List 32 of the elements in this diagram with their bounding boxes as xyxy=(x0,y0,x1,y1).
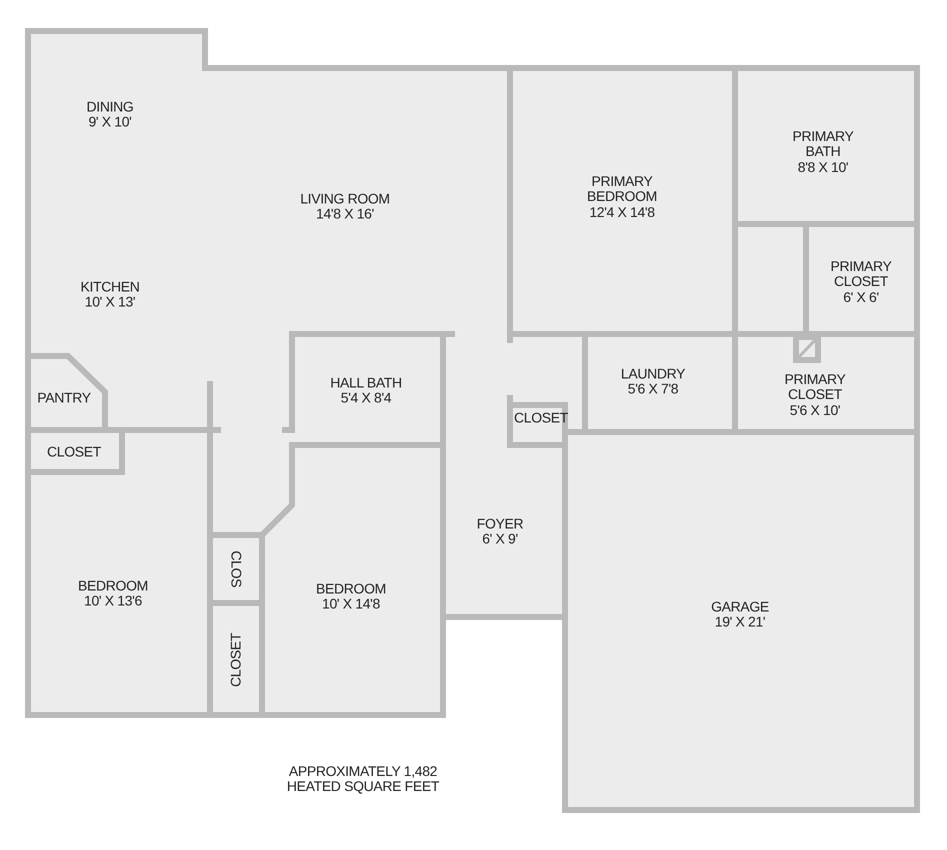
room-name: PANTRY xyxy=(37,390,91,406)
room-name: CLOSET xyxy=(514,410,568,426)
room-name: BEDROOM xyxy=(78,578,148,594)
room-name: PRIMARY CLOSET xyxy=(783,372,847,403)
room-name: FOYER xyxy=(476,516,524,532)
room-name: PRIMARY BEDROOM xyxy=(586,174,658,205)
room-name: LIVING ROOM xyxy=(300,192,390,207)
room-dimensions: 5'6 X 7'8 xyxy=(628,382,678,398)
room-name: PRIMARY CLOSET xyxy=(829,258,893,290)
room-name: BEDROOM xyxy=(316,582,386,597)
room-dimensions: 10' X 13'6 xyxy=(84,594,142,610)
room-dimensions: 5'6 X 10' xyxy=(790,402,840,418)
room-name: KITCHEN xyxy=(80,280,140,295)
room-name: CLOSET xyxy=(47,444,101,460)
room-name: CLOSET xyxy=(228,633,244,687)
room-dimensions: 10' X 13' xyxy=(84,295,136,310)
room-name: PRIMARY BATH xyxy=(791,128,855,160)
room-dimensions: 8'8 X 10' xyxy=(798,160,848,176)
room-dimensions: 12'4 X 14'8 xyxy=(589,204,655,220)
room-dimensions: 6' X 6' xyxy=(843,290,879,306)
room-dimensions: 9' X 10' xyxy=(88,115,132,130)
room-name: GARAGE xyxy=(711,600,769,615)
room-dimensions: 6' X 9' xyxy=(482,532,518,548)
room-dimensions: 5'4 X 8'4 xyxy=(340,391,392,406)
room-dimensions: 19' X 21' xyxy=(714,615,766,630)
room-name: CLOS xyxy=(228,550,244,588)
room-name: DINING xyxy=(86,100,134,115)
area-note: APPROXIMATELY 1,482 HEATED SQUARE FEET xyxy=(286,764,440,795)
room-name: LAUNDRY xyxy=(620,366,686,382)
room-dimensions: 10' X 14'8 xyxy=(322,597,380,612)
room-name: HALL BATH xyxy=(330,376,402,391)
room-dimensions: 14'8 X 16' xyxy=(316,207,374,222)
